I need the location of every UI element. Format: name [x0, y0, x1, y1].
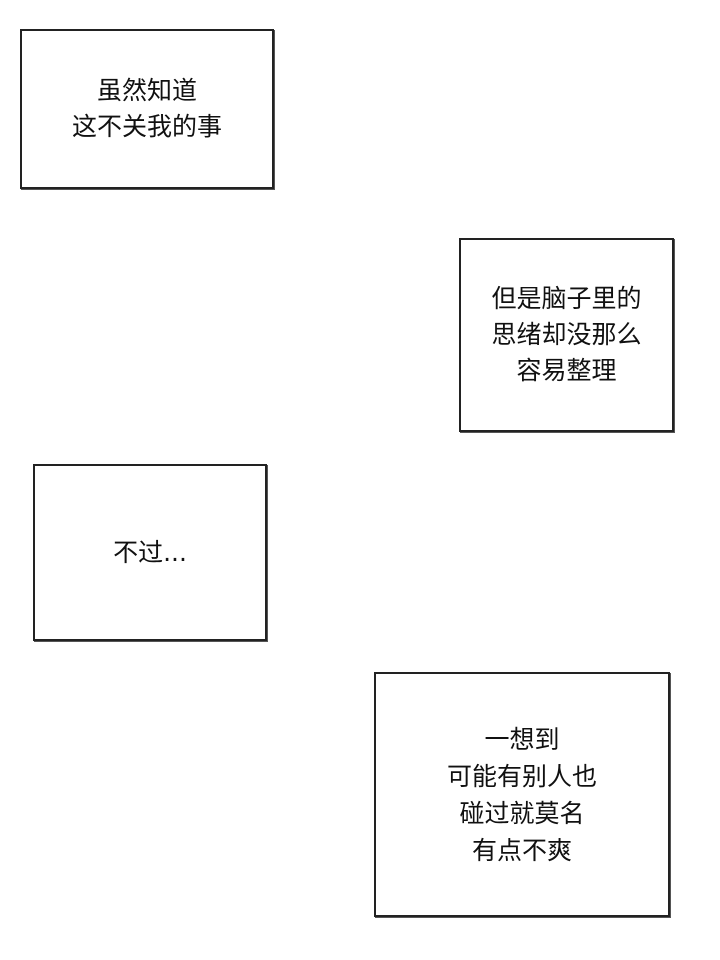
text-line: 但是脑子里的	[491, 284, 642, 313]
text-line: 思绪却没那么	[491, 320, 642, 349]
text-line: 碰过就莫名	[459, 798, 585, 828]
text-line: 这不关我的事	[71, 112, 222, 141]
narration-box-1: 虽然知道 这不关我的事	[20, 29, 274, 189]
text-line: 可能有别人也	[446, 761, 597, 791]
narration-text: 一想到 可能有别人也 碰过就莫名 有点不爽	[447, 721, 597, 869]
text-line: 虽然知道	[96, 76, 197, 105]
text-line: 一想到	[484, 724, 560, 754]
narration-text: 但是脑子里的 思绪却没那么 容易整理	[491, 281, 641, 389]
narration-text: 虽然知道 这不关我的事	[72, 73, 222, 145]
narration-box-4: 一想到 可能有别人也 碰过就莫名 有点不爽	[374, 672, 670, 917]
text-line: 不过...	[113, 537, 187, 567]
narration-box-2: 但是脑子里的 思绪却没那么 容易整理	[459, 238, 674, 432]
narration-text: 不过...	[113, 535, 187, 571]
text-line: 有点不爽	[471, 835, 572, 865]
narration-box-3: 不过...	[33, 464, 267, 641]
text-line: 容易整理	[516, 356, 617, 385]
